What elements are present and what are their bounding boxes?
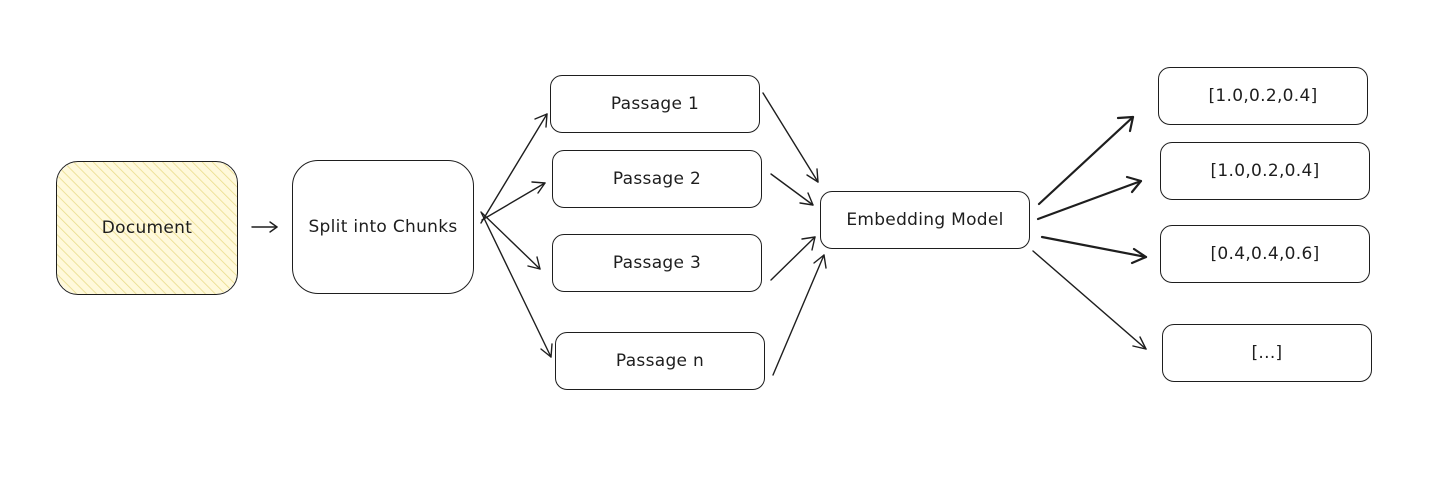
edge-document-split [251,221,278,233]
edge-split-passage-2 [481,181,546,221]
embedding-model-label: Embedding Model [846,210,1004,230]
passage-n-node: Passage n [555,332,765,390]
edge-split-passage-1 [480,113,548,224]
split-into-chunks-node: Split into Chunks [292,160,474,294]
passage-3-node: Passage 3 [552,234,762,292]
vector-1-label: [1.0,0.2,0.4] [1208,86,1318,106]
edge-split-passage-3 [481,212,541,270]
split-into-chunks-label: Split into Chunks [308,217,458,237]
edge-passage-n-embedding [772,254,827,376]
edge-passage-3-embedding [770,236,816,281]
passage-1-node: Passage 1 [550,75,760,133]
edge-embedding-vector-1 [1037,115,1135,206]
edge-embedding-vector-n [1032,250,1147,350]
edge-passage-2-embedding [770,173,814,206]
passage-3-label: Passage 3 [612,253,702,273]
edge-embedding-vector-3 [1040,235,1148,265]
edge-split-passage-n [480,211,553,358]
passage-1-label: Passage 1 [610,94,700,114]
vector-n-label: [...] [1251,343,1283,363]
passage-n-label: Passage n [615,351,705,371]
document-fill [57,162,237,294]
vector-3-label: [0.4,0.4,0.6] [1210,244,1320,264]
vector-2-label: [1.0,0.2,0.4] [1210,161,1320,181]
vector-3-node: [0.4,0.4,0.6] [1160,225,1370,283]
document-node: Document [56,161,238,295]
vector-2-node: [1.0,0.2,0.4] [1160,142,1370,200]
vector-1-node: [1.0,0.2,0.4] [1158,67,1368,125]
document-label: Document [101,218,193,238]
embedding-model-node: Embedding Model [820,191,1030,249]
edge-embedding-vector-2 [1036,175,1143,221]
passage-2-node: Passage 2 [552,150,762,208]
passage-2-label: Passage 2 [612,169,702,189]
edge-passage-1-embedding [762,92,819,183]
vector-n-node: [...] [1162,324,1372,382]
